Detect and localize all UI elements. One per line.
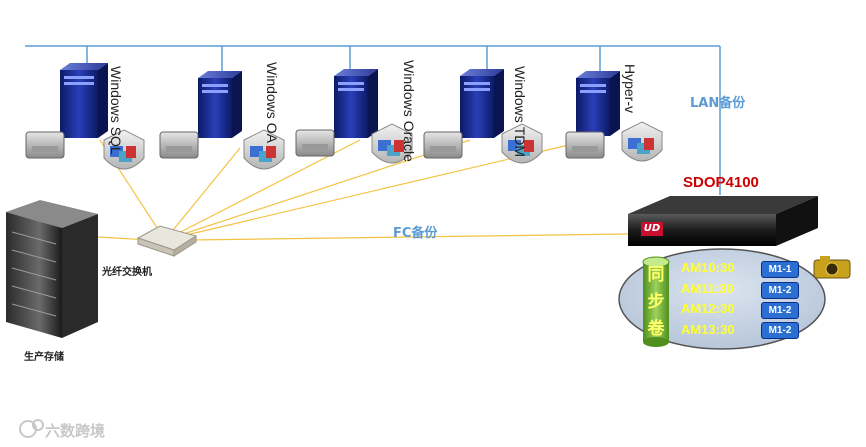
snapshot-tag: M1-2 bbox=[761, 282, 799, 299]
server-label-line: TDM bbox=[512, 126, 528, 158]
snapshot-time: AM10:30 bbox=[681, 260, 735, 275]
server-sql bbox=[60, 63, 108, 138]
shield-icon-1 bbox=[103, 129, 145, 170]
storage-label: 生产存储 bbox=[24, 352, 64, 363]
disk-1 bbox=[25, 131, 65, 159]
snapshot-time: AM11:30 bbox=[681, 281, 734, 296]
shield-icon-2 bbox=[243, 129, 285, 170]
watermark-text: 六数跨境 bbox=[45, 422, 106, 440]
lan-bus bbox=[25, 45, 721, 195]
server-label-line: OA bbox=[264, 122, 280, 143]
shield-icon-5 bbox=[621, 121, 663, 162]
server-label-tdm: Windows TDM bbox=[512, 66, 528, 157]
device-badge: UD bbox=[641, 222, 663, 236]
disk-4 bbox=[423, 131, 463, 159]
disk-2 bbox=[159, 131, 199, 159]
server-label-line: Windows bbox=[108, 66, 124, 123]
switch-label: 光纤交换机 bbox=[102, 267, 152, 278]
server-label-line: Oracle bbox=[401, 120, 417, 162]
server-label-line: Windows bbox=[512, 66, 528, 123]
server-label-sql: Windows SQL bbox=[108, 66, 124, 155]
server-label-oa: Windows OA bbox=[264, 62, 280, 143]
shield-icon-3 bbox=[371, 123, 413, 164]
server-label-hyperv: Hyper-v bbox=[622, 64, 638, 113]
snapshot-tag: M1-2 bbox=[761, 302, 799, 319]
device-label: SDOP4100 bbox=[683, 174, 759, 191]
server-hyperv bbox=[576, 71, 620, 136]
server-tdm bbox=[460, 69, 504, 138]
disk-3 bbox=[295, 129, 335, 157]
sync-volume-label: 同步卷 bbox=[647, 265, 665, 339]
snapshot-tag: M1-2 bbox=[761, 322, 799, 339]
server-label-line: Windows bbox=[401, 60, 417, 117]
camera-icon bbox=[813, 256, 851, 279]
server-label-oracle: Windows Oracle bbox=[401, 60, 417, 162]
snapshot-time: AM13:30 bbox=[681, 322, 735, 337]
server-label-line: Windows bbox=[264, 62, 280, 119]
sync-volume-cylinder bbox=[642, 256, 670, 347]
shield-icon-4 bbox=[501, 123, 543, 164]
server-label-line: SQL bbox=[108, 126, 124, 155]
server-label-line: Hyper-v bbox=[622, 64, 638, 114]
sdop-device-icon bbox=[628, 196, 818, 246]
lan-backup-label: LAN备份 bbox=[690, 96, 746, 111]
server-oracle bbox=[334, 69, 378, 138]
watermark-logo-icon bbox=[19, 419, 44, 438]
snapshot-tag: M1-1 bbox=[761, 261, 799, 278]
fiber-switch-icon bbox=[136, 225, 198, 257]
fc-backup-label: FC备份 bbox=[393, 226, 438, 241]
storage-rack-icon bbox=[6, 200, 98, 338]
snapshot-time: AM12:30 bbox=[681, 301, 735, 316]
disk-5 bbox=[565, 131, 605, 159]
server-oa bbox=[198, 71, 242, 138]
